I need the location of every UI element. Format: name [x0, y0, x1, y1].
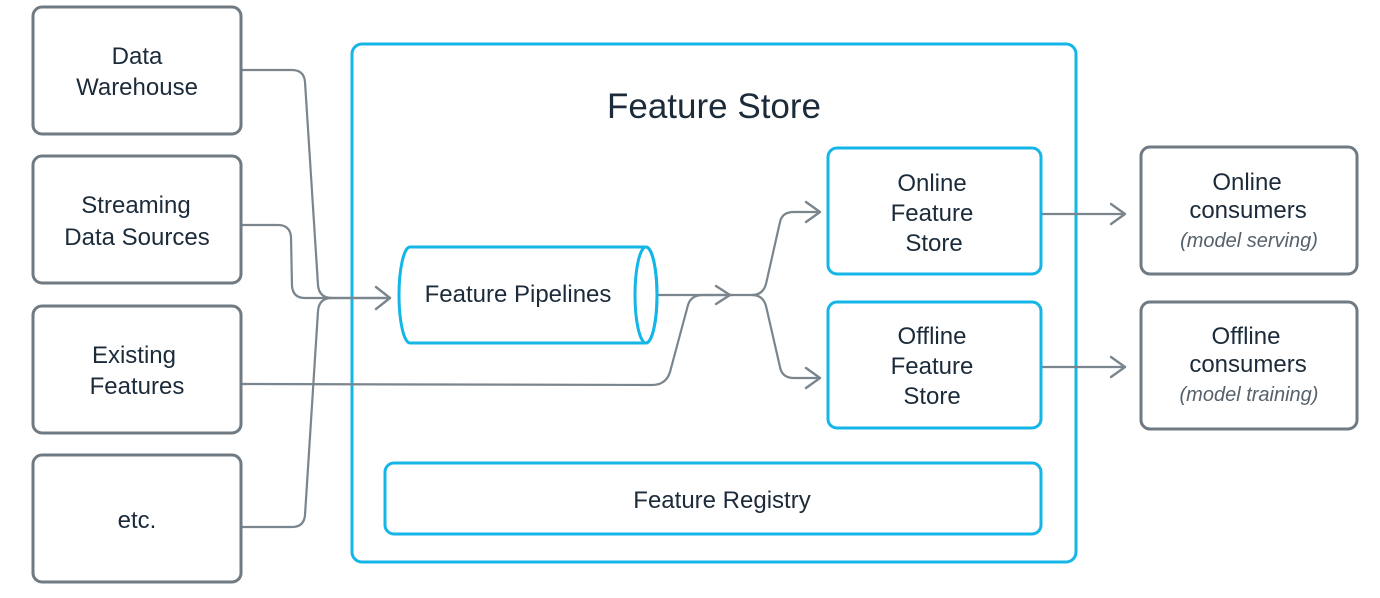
- online-store-label-3: Store: [905, 230, 962, 257]
- connector-to-online-store: [730, 210, 822, 297]
- consumer-connectors: [1040, 202, 1127, 379]
- online-consumers-label-2: consumers: [1189, 197, 1306, 224]
- offline-consumers: Offline consumers (model training): [1139, 300, 1359, 431]
- source-existing-features: Existing Features: [31, 304, 243, 435]
- online-store-label-1: Online: [897, 170, 966, 197]
- source-streaming-label-2: Data Sources: [64, 224, 209, 251]
- arrowhead-offline-consumers: [1109, 355, 1127, 379]
- offline-consumers-label-2: consumers: [1189, 351, 1306, 378]
- source-streaming-label-1: Streaming: [81, 192, 190, 219]
- cylinder-end-cap: [633, 245, 659, 345]
- feature-pipelines-label: Feature Pipelines: [425, 281, 612, 308]
- feature-registry-label: Feature Registry: [633, 487, 810, 514]
- online-consumers: Online consumers (model serving): [1139, 145, 1359, 276]
- feature-pipelines-cylinder: Feature Pipelines: [397, 245, 659, 345]
- source-streaming-data: Streaming Data Sources: [31, 154, 243, 285]
- arrowhead-offline-store: [804, 366, 822, 390]
- connector-etc: [240, 296, 334, 529]
- offline-consumers-subtitle: (model training): [1180, 384, 1319, 406]
- online-feature-store: Online Feature Store: [826, 146, 1043, 276]
- source-data-warehouse-label-2: Warehouse: [76, 74, 198, 101]
- arrowhead-online-consumers: [1109, 202, 1127, 226]
- feature-registry: Feature Registry: [383, 461, 1043, 536]
- source-existing-label-2: Features: [90, 373, 185, 400]
- source-etc-label: etc.: [118, 507, 157, 534]
- source-data-warehouse-label-1: Data: [112, 43, 163, 70]
- offline-store-label-1: Offline: [898, 323, 967, 350]
- offline-feature-store: Offline Feature Store: [826, 300, 1043, 430]
- arrowhead-into-pipelines: [374, 285, 392, 311]
- arrowhead-online-store: [804, 200, 822, 224]
- pipeline-connectors: [650, 200, 822, 390]
- feature-store-title: Feature Store: [607, 87, 821, 126]
- online-store-label-2: Feature: [891, 200, 974, 227]
- offline-store-label-2: Feature: [891, 353, 974, 380]
- connector-to-offline-store: [750, 293, 822, 380]
- offline-store-label-3: Store: [903, 383, 960, 410]
- arrowhead-pipeline-merge: [714, 284, 732, 306]
- online-consumers-label-1: Online: [1212, 169, 1281, 196]
- offline-consumers-label-1: Offline: [1212, 323, 1281, 350]
- source-existing-label-1: Existing: [92, 342, 176, 369]
- source-data-warehouse: Data Warehouse: [31, 5, 243, 136]
- source-etc: etc.: [31, 453, 243, 584]
- connector-streaming: [240, 223, 390, 300]
- online-consumers-subtitle: (model serving): [1180, 230, 1318, 252]
